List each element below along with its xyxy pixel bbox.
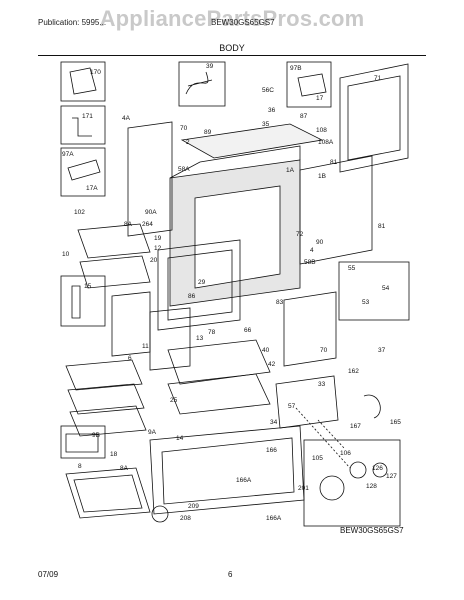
label-8: 8 — [78, 463, 82, 470]
label-58a: 58A — [178, 166, 190, 173]
label-55: 55 — [348, 265, 356, 272]
part-box-170 — [60, 61, 106, 102]
part-box-9b — [60, 425, 106, 459]
label-17: 17 — [316, 95, 324, 102]
label-6: 6 — [128, 355, 132, 362]
label-54: 54 — [382, 285, 390, 292]
label-33: 33 — [318, 381, 326, 388]
label-105: 105 — [312, 455, 323, 462]
label-166a-right: 166A — [266, 515, 282, 522]
label-58b: 58B — [304, 259, 316, 266]
label-166: 166 — [266, 447, 277, 454]
label-57: 57 — [288, 403, 296, 410]
label-1b: 1B — [318, 173, 326, 180]
label-66: 66 — [244, 327, 252, 334]
label-35: 35 — [262, 121, 270, 128]
label-8a-bottom: 8A — [120, 465, 129, 472]
label-4a: 4A — [122, 115, 131, 122]
label-126: 126 — [372, 465, 383, 472]
label-170: 170 — [90, 69, 101, 76]
label-72: 72 — [296, 231, 304, 238]
label-4: 4 — [310, 247, 314, 254]
label-39: 39 — [206, 63, 214, 70]
footer-page: 6 — [228, 570, 233, 579]
label-10: 10 — [62, 251, 70, 258]
label-56c: 56C — [262, 87, 274, 94]
label-36: 36 — [268, 107, 276, 114]
label-13: 13 — [196, 335, 204, 342]
label-108a: 108A — [318, 139, 334, 146]
part-box-15 — [60, 275, 106, 327]
watermark: AppliancePartsPros.com — [99, 6, 365, 31]
label-40: 40 — [262, 347, 270, 354]
label-90: 90 — [316, 239, 324, 246]
label-9a: 9A — [148, 429, 157, 436]
label-15: 15 — [84, 283, 92, 290]
header-rule — [38, 55, 426, 56]
label-264: 264 — [142, 221, 153, 228]
label-9b: 9B — [92, 432, 100, 439]
model-header: BEW30GS65GS7 — [211, 18, 275, 27]
label-127: 127 — [386, 473, 397, 480]
label-19: 19 — [154, 235, 162, 242]
label-97a: 97A — [62, 151, 74, 158]
publication-header: Publication: 5995... — [38, 18, 107, 27]
label-53: 53 — [362, 299, 370, 306]
label-34: 34 — [270, 419, 278, 426]
label-8a-rack: 8A — [124, 221, 133, 228]
part-box-97a — [60, 147, 106, 197]
section-title: BODY — [219, 43, 245, 53]
label-12: 12 — [154, 245, 162, 252]
label-90a: 90A — [145, 209, 157, 216]
model-number: BEW30GS65GS7 — [340, 526, 404, 535]
part-box-39 — [178, 61, 226, 107]
label-70-top: 70 — [180, 125, 188, 132]
label-102: 102 — [74, 209, 85, 216]
label-97b: 97B — [290, 65, 302, 72]
label-166a-left: 166A — [236, 477, 252, 484]
oven-body — [169, 145, 301, 307]
label-29: 29 — [198, 279, 206, 286]
label-2: 2 — [186, 139, 190, 146]
label-128: 128 — [366, 483, 377, 490]
label-165: 165 — [390, 419, 401, 426]
label-78: 78 — [208, 329, 216, 336]
label-1a: 1A — [286, 167, 295, 174]
label-83: 83 — [276, 299, 284, 306]
label-25: 25 — [170, 397, 178, 404]
label-14: 14 — [176, 435, 184, 442]
label-37: 37 — [378, 347, 386, 354]
part-box-171 — [60, 105, 106, 145]
label-70-right: 70 — [320, 347, 328, 354]
label-167: 167 — [350, 423, 361, 430]
label-42: 42 — [268, 361, 276, 368]
label-81-top: 81 — [330, 159, 338, 166]
part-box-97b — [286, 61, 332, 108]
label-87: 87 — [300, 113, 308, 120]
label-208: 208 — [180, 515, 191, 522]
label-162: 162 — [348, 368, 359, 375]
part-box-fan — [303, 439, 401, 527]
label-18: 18 — [110, 451, 118, 458]
label-20: 20 — [150, 257, 158, 264]
label-171: 171 — [82, 113, 93, 120]
label-86: 86 — [188, 293, 196, 300]
label-108: 108 — [316, 127, 327, 134]
label-17a: 17A — [86, 185, 98, 192]
label-89: 89 — [204, 129, 212, 136]
label-71: 71 — [374, 75, 382, 82]
label-201: 201 — [298, 485, 309, 492]
label-11: 11 — [142, 343, 149, 350]
label-106: 106 — [340, 450, 351, 457]
label-81-bottom: 81 — [378, 223, 386, 230]
part-box-55 — [338, 261, 410, 321]
label-209: 209 — [188, 503, 199, 510]
oven-racks — [65, 223, 151, 437]
footer-date: 07/09 — [38, 570, 59, 579]
